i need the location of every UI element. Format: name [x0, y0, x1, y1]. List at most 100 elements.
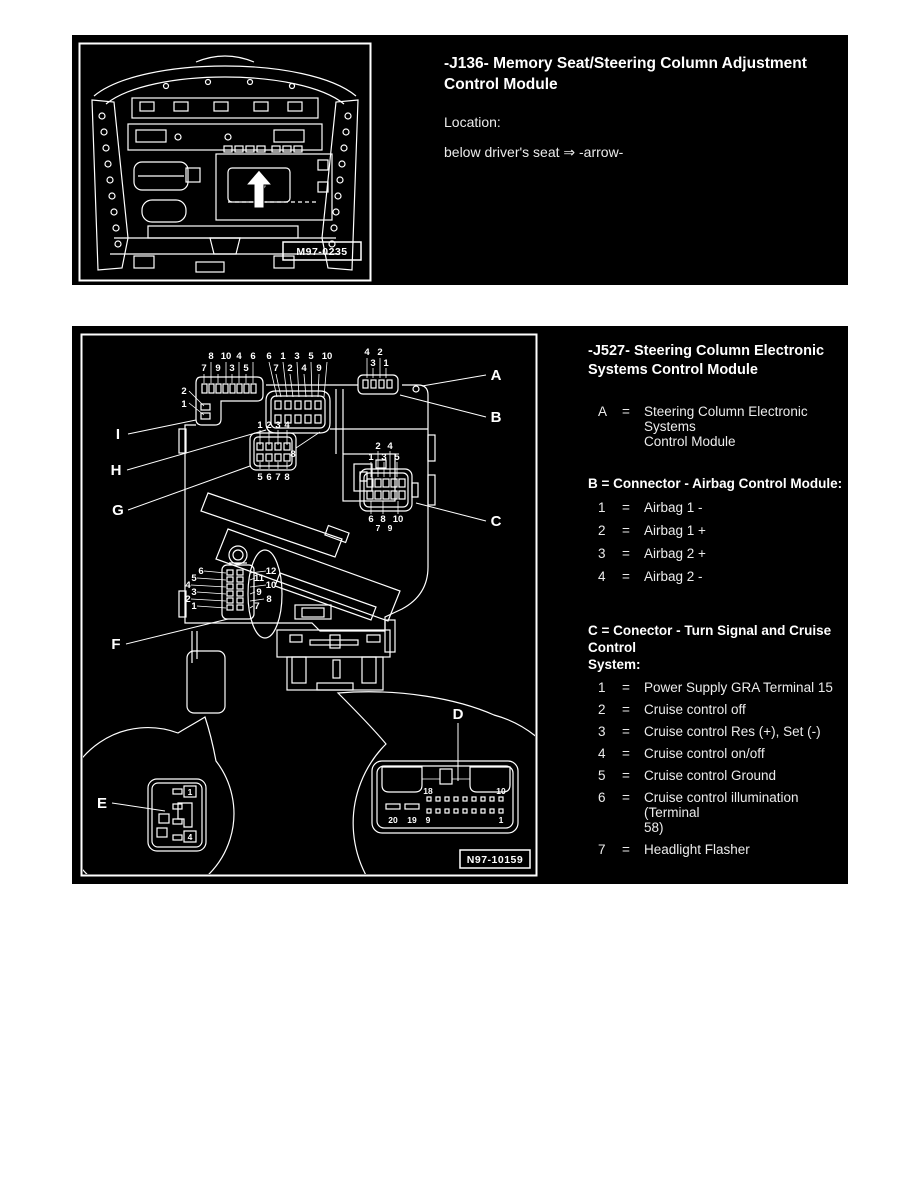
seat-underside-figure: M97-0235: [78, 42, 372, 282]
callout-letter-f: F: [111, 636, 120, 653]
legend-value-line2: Control Module: [644, 434, 736, 449]
pin-label: 9: [316, 363, 321, 374]
pin-label: 4: [188, 832, 193, 842]
connector-f: 6 5 4 3 2 1 12 11 10 9 8 7: [185, 545, 283, 639]
callout-letter-c: C: [491, 513, 502, 530]
pin-function: Airbag 2 -: [644, 569, 703, 584]
pin-number: 4: [598, 569, 606, 584]
j136-text-block: -J136- Memory Seat/Steering Column Adjus…: [444, 53, 856, 161]
pin-label: 1: [191, 601, 197, 612]
pin-label: 20: [388, 815, 398, 825]
pin-label: 1: [368, 452, 374, 463]
seat-rail-left: [91, 99, 129, 271]
legend-row-c1: 1 = Power Supply GRA Terminal 15: [588, 680, 846, 695]
pin-label: 4: [364, 347, 370, 358]
legend-row-b2: 2 = Airbag 1 +: [588, 523, 846, 538]
pin-label: 5: [308, 351, 314, 362]
pin-label: 11: [254, 573, 265, 584]
pin-label: 3: [370, 358, 375, 369]
location-label: Location:: [444, 114, 501, 130]
seat-crossmembers: [127, 97, 323, 151]
pin-label: 4: [387, 441, 393, 452]
pin-label: 7: [376, 523, 381, 533]
pin-label: 10: [496, 786, 506, 796]
section-c-heading: C = Conector - Turn Signal and Cruise Co…: [588, 622, 846, 673]
equals-sign: =: [622, 746, 630, 761]
pin-label: 2: [266, 420, 271, 431]
pin-number: 3: [598, 546, 606, 561]
seat-back-curves: [93, 55, 357, 105]
legend-value: Steering Column Electronic Systems Contr…: [644, 404, 846, 449]
figure-number-box: M97-0235: [282, 241, 362, 261]
j136-title: -J136- Memory Seat/Steering Column Adjus…: [444, 53, 856, 95]
location-value: below driver's seat ⇒ -arrow-: [444, 144, 624, 160]
pin-label: 3: [275, 420, 280, 431]
pin-label: 8: [290, 449, 295, 460]
figure-number-box: N97-10159: [459, 849, 531, 869]
lower-housing: [186, 604, 396, 714]
equals-sign: =: [622, 702, 630, 717]
pin-number: 1: [598, 500, 606, 515]
callout-leader-lines: [111, 374, 487, 812]
pin-label: 8: [284, 472, 289, 483]
pin-label: 1: [280, 351, 286, 362]
pin-label: 3: [191, 587, 196, 598]
callout-letter-d: D: [453, 706, 464, 723]
pin-function: Airbag 1 -: [644, 500, 703, 515]
pin-function: Cruise control off: [644, 702, 746, 717]
pin-function: Cruise control illumination (Terminal 58…: [644, 790, 846, 835]
pin-number: 1: [598, 680, 606, 695]
equals-sign: =: [622, 724, 630, 739]
pin-label: 7: [273, 363, 278, 374]
equals-sign: =: [622, 680, 630, 695]
pin-function: Cruise control Ground: [644, 768, 777, 783]
figure-number: N97-10159: [467, 854, 523, 866]
j527-panel: 7 8 9 10 3 4 5 6 2 1: [72, 326, 848, 884]
section-c-heading-line2: System:: [588, 657, 641, 672]
figure-number: M97-0235: [296, 246, 347, 258]
pin-label: 2: [375, 441, 380, 452]
legend-row-c7: 7 = Headlight Flasher: [588, 842, 846, 857]
pin-label: 1: [188, 787, 193, 797]
steering-column-figure: 7 8 9 10 3 4 5 6 2 1: [80, 333, 538, 877]
j527-title-line1: -J527- Steering Column Electronic: [588, 343, 825, 359]
equals-sign: =: [622, 768, 630, 783]
pin-label: 6: [250, 351, 255, 362]
pin-label: 6: [266, 472, 271, 483]
pin-function: Cruise control Res (+), Set (-): [644, 724, 821, 739]
legend-row-c4: 4 = Cruise control on/off: [588, 746, 846, 761]
pin-row-top: [426, 796, 504, 802]
legend-value-line1: Steering Column Electronic Systems: [644, 404, 808, 434]
pin-number: 2: [598, 523, 606, 538]
pin-function-line1: Cruise control illumination (Terminal: [644, 790, 799, 820]
pin-label: 5: [257, 472, 263, 483]
legend-row-c5: 5 = Cruise control Ground: [588, 768, 846, 783]
steering-column-drawing: 7 8 9 10 3 4 5 6 2 1: [80, 333, 538, 877]
pin-label: 10: [322, 351, 333, 362]
pin-label: 4: [284, 420, 290, 431]
pin-label: 2: [181, 386, 186, 397]
legend-row-b4: 4 = Airbag 2 -: [588, 569, 846, 584]
pin-number: 5: [598, 768, 606, 783]
connector-d: 18 10 20 19 9 1: [371, 760, 519, 834]
pin-label: 4: [301, 363, 307, 374]
j136-title-line2: Control Module: [444, 76, 558, 93]
connector-ab: 4 3 2 1: [357, 347, 399, 395]
equals-sign: =: [622, 546, 630, 561]
pin-label: 8: [208, 351, 213, 362]
pin-label: 2: [287, 363, 292, 374]
pin-label: 8: [380, 514, 385, 525]
equals-sign: =: [622, 569, 630, 584]
legend-row-a: A = Steering Column Electronic Systems C…: [588, 404, 846, 449]
pin-label: 9: [388, 523, 393, 533]
pin-label: 9: [215, 363, 220, 374]
section-c-heading-line1: C = Conector - Turn Signal and Cruise Co…: [588, 623, 832, 655]
pin-label: 10: [266, 580, 277, 591]
connector-h: 6 7 1 2 3 4 5 9 10 8: [265, 351, 333, 460]
j527-text-block: -J527- Steering Column Electronic System…: [588, 342, 846, 857]
pin-label: 7: [254, 601, 259, 612]
pin-label: 2: [185, 594, 190, 605]
pin-label: 6: [266, 351, 271, 362]
pin-row-bottom: [426, 808, 504, 814]
pin-label: 12: [266, 566, 277, 577]
